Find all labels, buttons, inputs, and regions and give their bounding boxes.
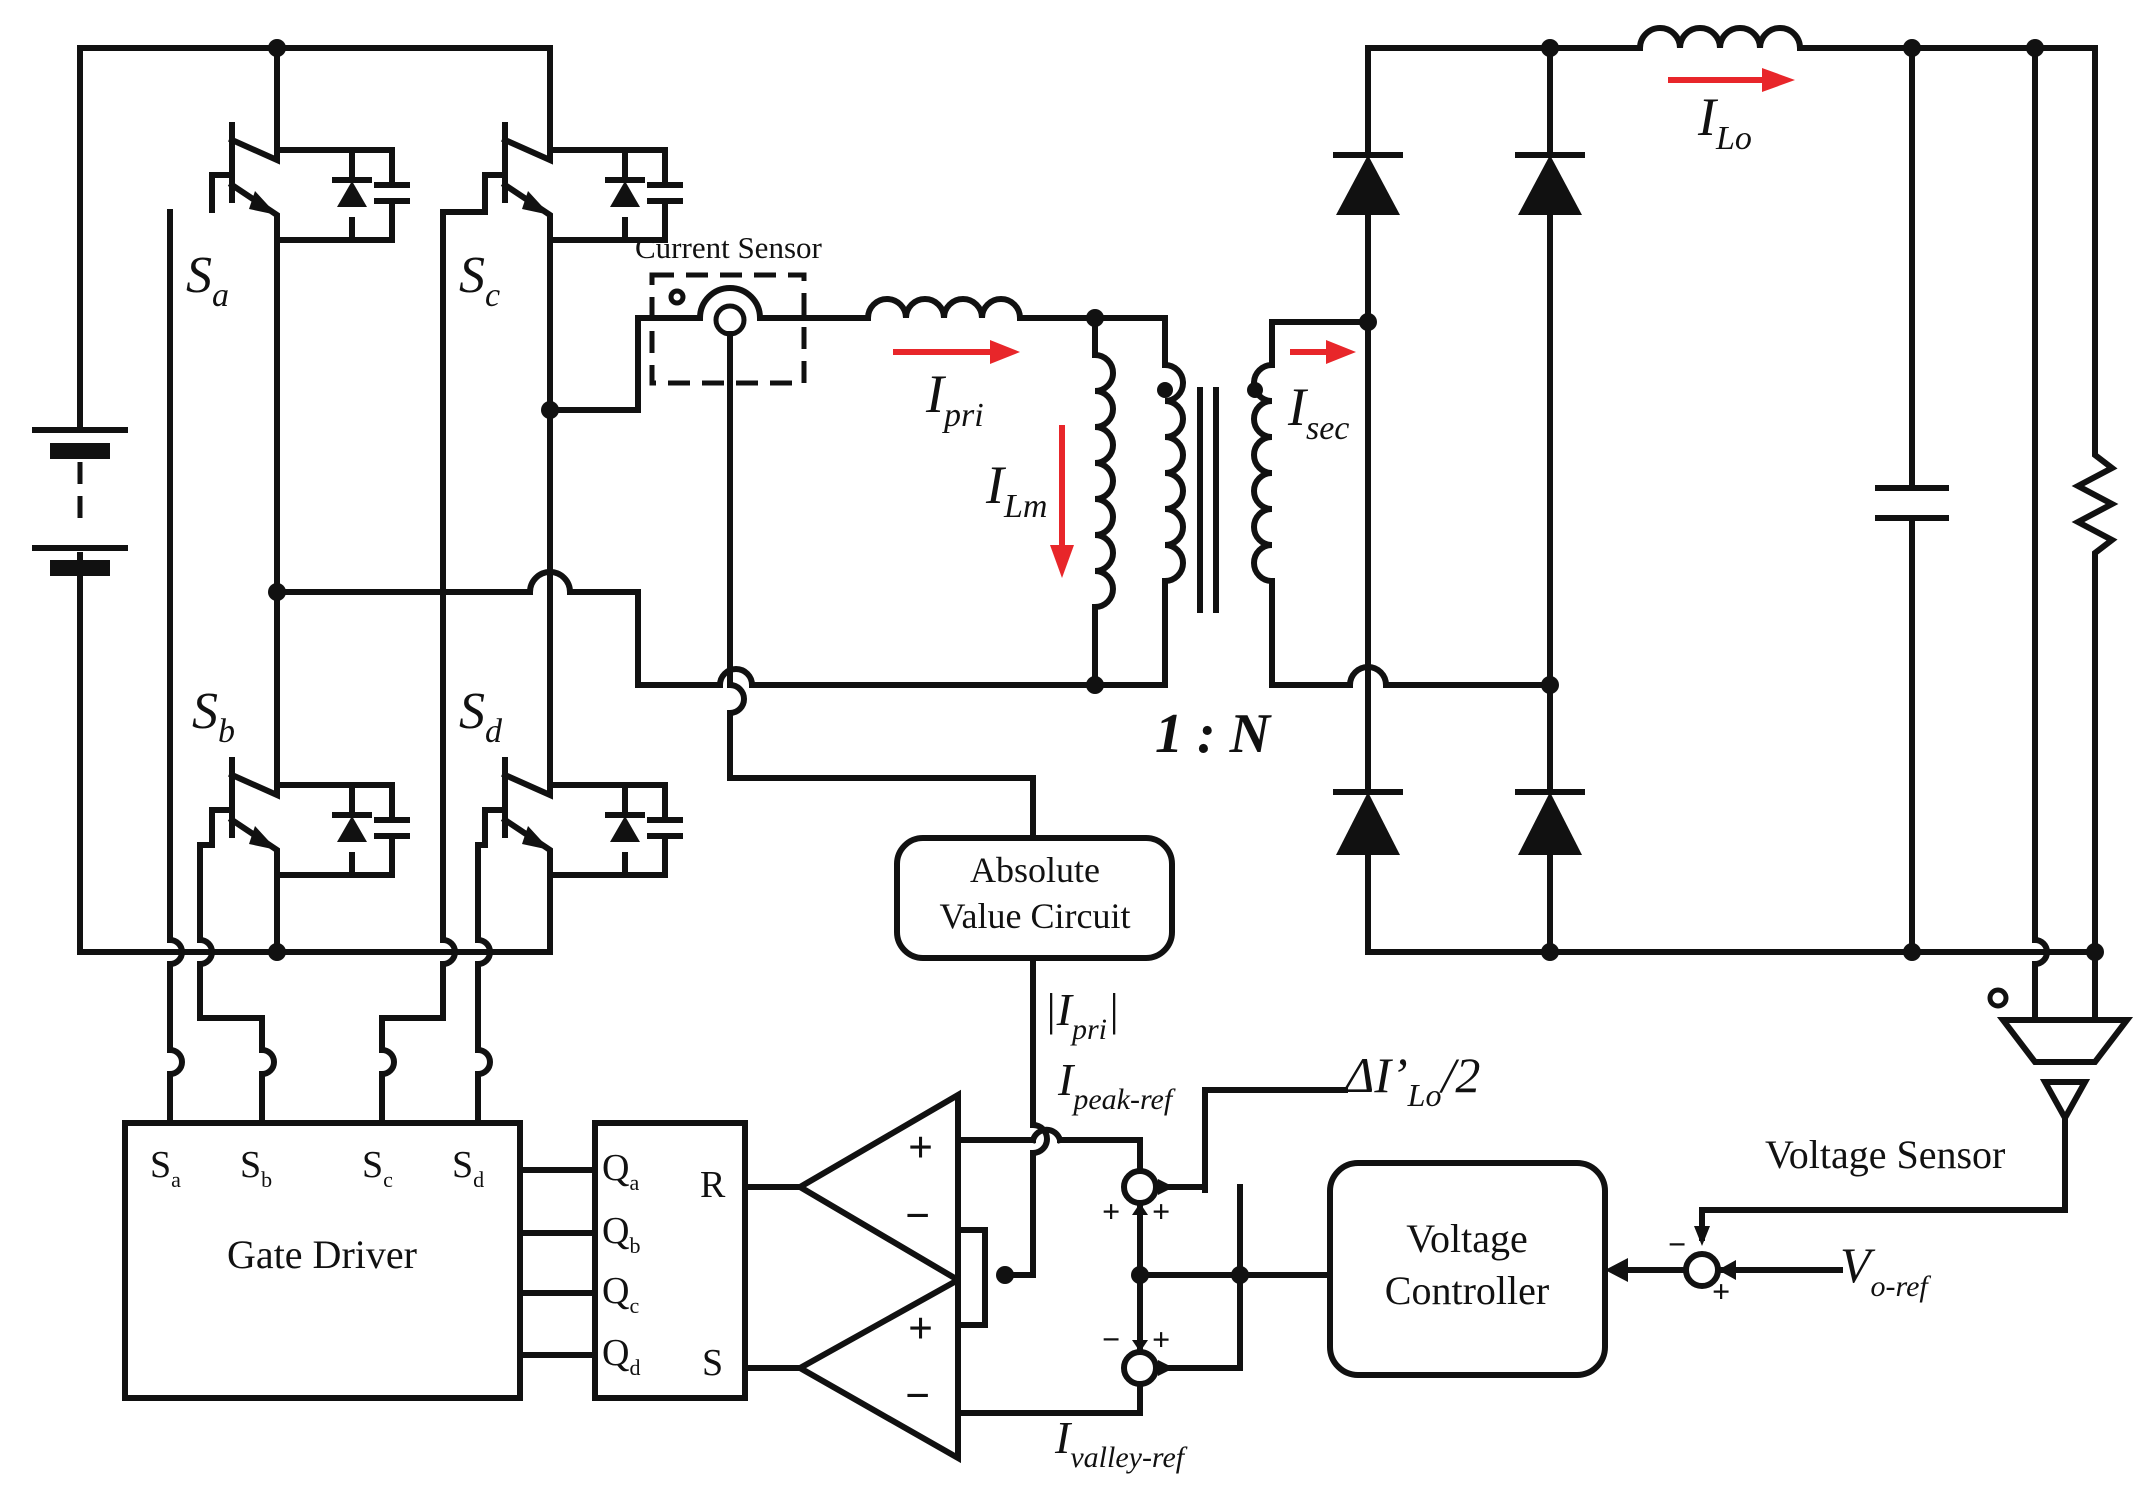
label-isec: Isec: [1287, 377, 1349, 447]
cmp-bottom-minus: −: [905, 1371, 930, 1420]
label-ipri: Ipri: [925, 364, 984, 434]
label-ilo: ILo: [1697, 87, 1752, 157]
ff-s-label: S: [702, 1342, 723, 1384]
abs-circuit-line1: Absolute: [970, 850, 1100, 890]
ff-output-qd: Qd: [602, 1332, 640, 1380]
switch-label-sb: Sb: [192, 683, 235, 750]
gd-input-sa: Sa: [150, 1144, 181, 1192]
voltage-sensor-label: Voltage Sensor: [1765, 1132, 2005, 1177]
comparator-top: [794, 1089, 961, 1286]
sum-vo-top-sign: −: [1668, 1226, 1686, 1262]
switch-label-sc: Sc: [459, 247, 500, 314]
label-ilm: ILm: [985, 455, 1047, 525]
label-ipeak-ref: Ipeak-ref: [1057, 1054, 1176, 1116]
sum-vo-bottom-sign: +: [1712, 1273, 1730, 1309]
sum-bottom-left-sign: −: [1102, 1321, 1120, 1357]
current-sensor-label: Current Sensor: [635, 230, 823, 265]
ff-output-qb: Qb: [602, 1210, 640, 1258]
turns-ratio: 1 : N: [1155, 703, 1273, 765]
gate-driver: [122, 1120, 523, 1401]
current-sensor: [649, 272, 807, 386]
cmp-top-minus: −: [905, 1191, 930, 1240]
cmp-bottom-plus: +: [908, 1304, 933, 1353]
label-ivalley-ref: Ivalley-ref: [1054, 1412, 1188, 1474]
ff-output-qc: Qc: [602, 1270, 639, 1318]
voltage-controller: [1327, 1160, 1608, 1378]
switch-sd: [485, 760, 680, 880]
sum-bottom-right-sign: +: [1152, 1321, 1170, 1357]
voltage-controller-line2: Controller: [1385, 1268, 1549, 1313]
switch-label-sa: Sa: [186, 247, 229, 314]
gd-input-sb: Sb: [240, 1144, 272, 1192]
label-abs-ipri: |Ipri|: [1044, 984, 1120, 1046]
switch-sc: [485, 125, 680, 245]
cmp-top-plus: +: [908, 1123, 933, 1172]
comparator-bottom: [793, 1274, 961, 1464]
label-vo-ref: Vo-ref: [1840, 1237, 1931, 1303]
sum-top-left-sign: +: [1102, 1193, 1120, 1229]
abs-circuit-line2: Value Circuit: [940, 896, 1131, 936]
label-delta-ilo: ΔI’Lo/2: [1343, 1047, 1480, 1113]
gd-input-sc: Sc: [362, 1144, 393, 1192]
gate-driver-title: Gate Driver: [227, 1232, 417, 1277]
switch-label-sd: Sd: [459, 683, 503, 750]
voltage-controller-line1: Voltage: [1406, 1216, 1527, 1261]
gd-input-sd: Sd: [452, 1144, 484, 1192]
sum-top-right-sign: +: [1152, 1193, 1170, 1229]
switch-sb: [212, 760, 407, 880]
ff-output-qa: Qa: [602, 1147, 639, 1195]
switch-sa: [212, 125, 407, 245]
flip-flop: [592, 1120, 748, 1401]
ff-r-label: R: [700, 1164, 726, 1206]
